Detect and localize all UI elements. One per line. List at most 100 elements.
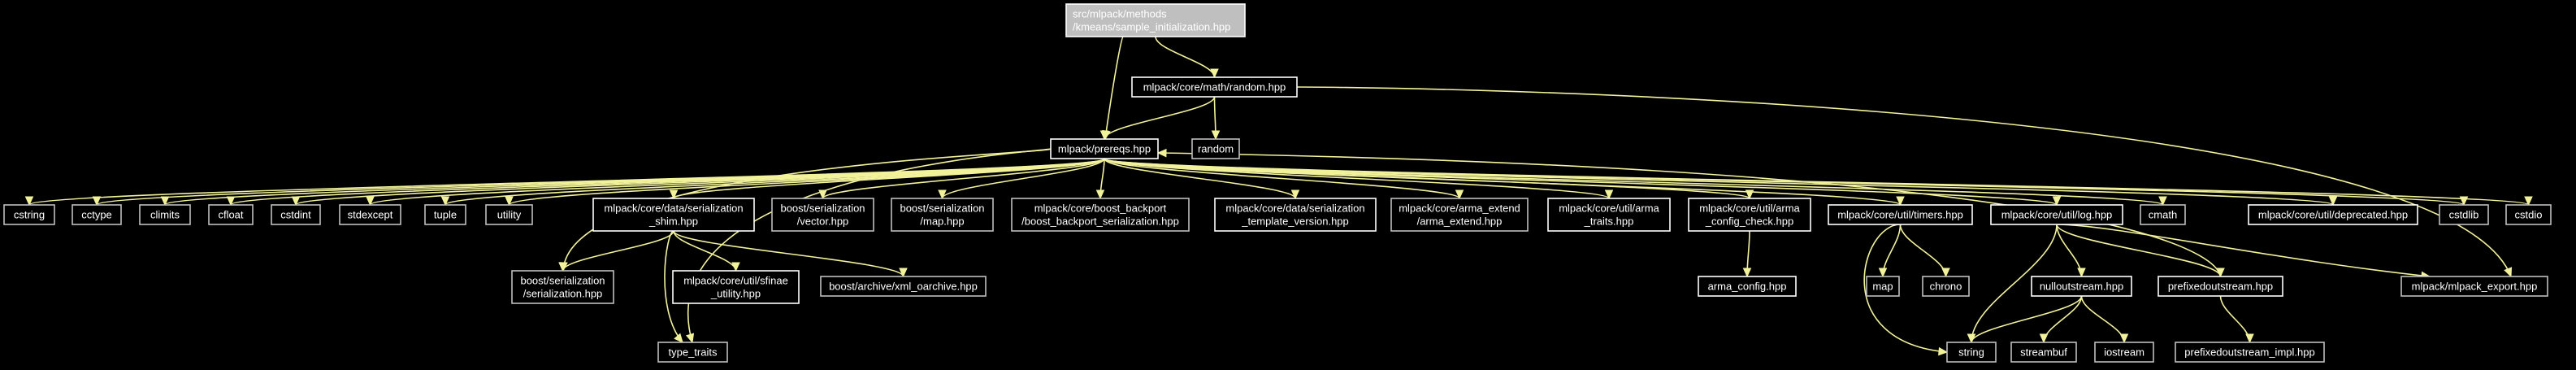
arrowhead-icon <box>731 262 740 272</box>
node-label-line: mlpack/core/util/timers.hpp <box>1837 209 1963 221</box>
node-label-line: mlpack/core/util/sfinae <box>683 275 788 287</box>
node-box <box>820 276 987 297</box>
arrowhead-icon <box>1095 189 1105 200</box>
edge-random_hpp-to-mlpack_export <box>1296 86 2513 278</box>
node-label-line: type_traits <box>669 346 718 359</box>
node-box <box>2010 342 2077 363</box>
edge-prereqs-to-timers <box>1104 158 1905 207</box>
node-random_hpp[interactable]: mlpack/core/math/random.hpp <box>1131 76 1298 98</box>
edge-prereqs-to-boost_map <box>938 158 1105 200</box>
node-box <box>1390 198 1529 232</box>
node-label-line: _utility.hpp <box>710 288 761 300</box>
node-type_traits: type_traits <box>657 342 728 363</box>
node-box <box>1050 138 1159 159</box>
node-timers[interactable]: mlpack/core/util/timers.hpp <box>1828 204 1973 225</box>
edge-random_hpp-to-random <box>1211 96 1221 141</box>
node-box <box>339 204 401 225</box>
node-deprecated[interactable]: mlpack/core/util/deprecated.hpp <box>2248 204 2418 225</box>
arrowhead-icon <box>2158 196 2167 207</box>
node-box <box>2140 204 2186 225</box>
arrowhead-icon <box>92 196 102 207</box>
node-nulloutstream[interactable]: nulloutstream.hpp <box>2031 276 2132 297</box>
arrowhead-icon <box>2077 268 2086 278</box>
node-cstdlib: cstdlib <box>2439 204 2489 225</box>
edge-line <box>673 230 904 277</box>
node-label-line: mlpack/core/boost_backport <box>1034 202 1167 215</box>
node-layer: src/mlpack/methods/kmeans/sample_initial… <box>3 3 2552 363</box>
edge-line <box>1971 295 2083 343</box>
node-label-line: boost/archive/xml_oarchive.hpp <box>829 281 978 293</box>
node-label-line: mlpack/core/util/log.hpp <box>2001 209 2113 221</box>
edge-line <box>1104 158 2530 206</box>
node-xml_oarchive: boost/archive/xml_oarchive.hpp <box>820 276 987 297</box>
node-tuple: tuple <box>424 204 466 225</box>
node-label-line: /vector.hpp <box>797 215 849 228</box>
node-mlpack_export: mlpack/mlpack_export.hpp <box>2400 276 2548 297</box>
edge-line <box>664 230 683 343</box>
node-prereqs[interactable]: mlpack/prereqs.hpp <box>1050 138 1159 159</box>
node-box <box>2175 342 2325 363</box>
edge-layer <box>24 36 2533 356</box>
arrowhead-icon <box>1878 268 1888 278</box>
node-log[interactable]: mlpack/core/util/log.hpp <box>1990 204 2123 225</box>
node-label-line: _shim.hpp <box>648 215 698 228</box>
node-arma_config[interactable]: arma_config.hpp <box>1698 276 1797 297</box>
node-label-line: _traits.hpp <box>1584 215 1634 228</box>
node-label-line: mlpack/core/arma_extend <box>1399 202 1520 215</box>
arrowhead-icon <box>366 196 375 207</box>
node-random: random <box>1191 138 1240 159</box>
edge-prereqs-to-ser_template <box>1104 158 1300 200</box>
node-ser_shim[interactable]: mlpack/core/data/serialization_shim.hpp <box>592 198 755 232</box>
arrowhead-icon <box>1896 196 1905 207</box>
node-sfinae[interactable]: mlpack/core/util/sfinae_utility.hpp <box>672 270 800 304</box>
edge-prereqs-to-ser_shim <box>669 158 1105 200</box>
node-arma_config_check[interactable]: mlpack/core/util/arma_config_check.hpp <box>1688 198 1811 232</box>
node-prefixedoutstream_impl: prefixedoutstream_impl.hpp <box>2175 342 2325 363</box>
node-label-line: mlpack/core/data/serialization <box>604 202 743 215</box>
edge-line <box>2056 224 2431 277</box>
node-label-line: climits <box>150 209 180 221</box>
edge-nulloutstream-to-string <box>1967 295 2083 344</box>
node-cstdio: cstdio <box>2505 204 2552 225</box>
edge-line <box>1971 224 2058 343</box>
edge-ser_shim-to-sfinae <box>673 230 740 272</box>
node-prefixedoutstream[interactable]: prefixedoutstream.hpp <box>2158 276 2283 297</box>
node-label-line: stdexcept <box>348 209 393 221</box>
node-label-line: cctype <box>81 209 112 221</box>
node-box <box>511 270 614 304</box>
arrowhead-icon <box>24 196 34 207</box>
node-ser_template[interactable]: mlpack/core/data/serialization_template_… <box>1214 198 1377 232</box>
edge-line <box>1104 158 1902 206</box>
node-box <box>424 204 466 225</box>
edge-ser_shim-to-type_traits <box>664 230 683 343</box>
edge-random_hpp-to-prereqs <box>1099 96 1216 141</box>
arrowhead-icon <box>2119 333 2129 344</box>
edge-line <box>1104 158 1296 199</box>
arrowhead-icon <box>2039 333 2049 344</box>
node-box <box>3 204 55 225</box>
arrowhead-icon <box>1604 189 1614 200</box>
node-box <box>72 204 122 225</box>
edge-timers-to-chrono <box>1899 224 1950 278</box>
node-label-line: _config_check.hpp <box>1705 215 1793 228</box>
node-box <box>1922 276 1970 297</box>
node-label-line: chrono <box>1930 281 1962 293</box>
node-label-line: boost/serialization <box>520 275 605 287</box>
node-label-line: mlpack/core/util/arma <box>1559 202 1659 215</box>
edge-prereqs-to-cstdio <box>1104 158 2533 207</box>
node-streambuf: streambuf <box>2010 342 2077 363</box>
edge-ser_shim-to-boost_serialization <box>558 230 674 272</box>
node-box <box>1011 198 1190 232</box>
arrowhead-icon <box>2245 333 2254 344</box>
arrowhead-icon <box>440 196 450 207</box>
arrowhead-icon <box>674 333 683 343</box>
node-root[interactable]: src/mlpack/methods/kmeans/sample_initial… <box>1065 3 1246 37</box>
edge-nulloutstream-to-iostream <box>2080 295 2129 344</box>
node-label-line: iostream <box>2104 346 2144 359</box>
node-label-line: prefixedoutstream.hpp <box>2168 281 2273 293</box>
node-stdexcept: stdexcept <box>339 204 401 225</box>
node-arma_traits[interactable]: mlpack/core/util/arma_traits.hpp <box>1547 198 1671 232</box>
node-label-line: cstdint <box>280 209 311 221</box>
node-label-line: /serialization.hpp <box>523 288 603 300</box>
